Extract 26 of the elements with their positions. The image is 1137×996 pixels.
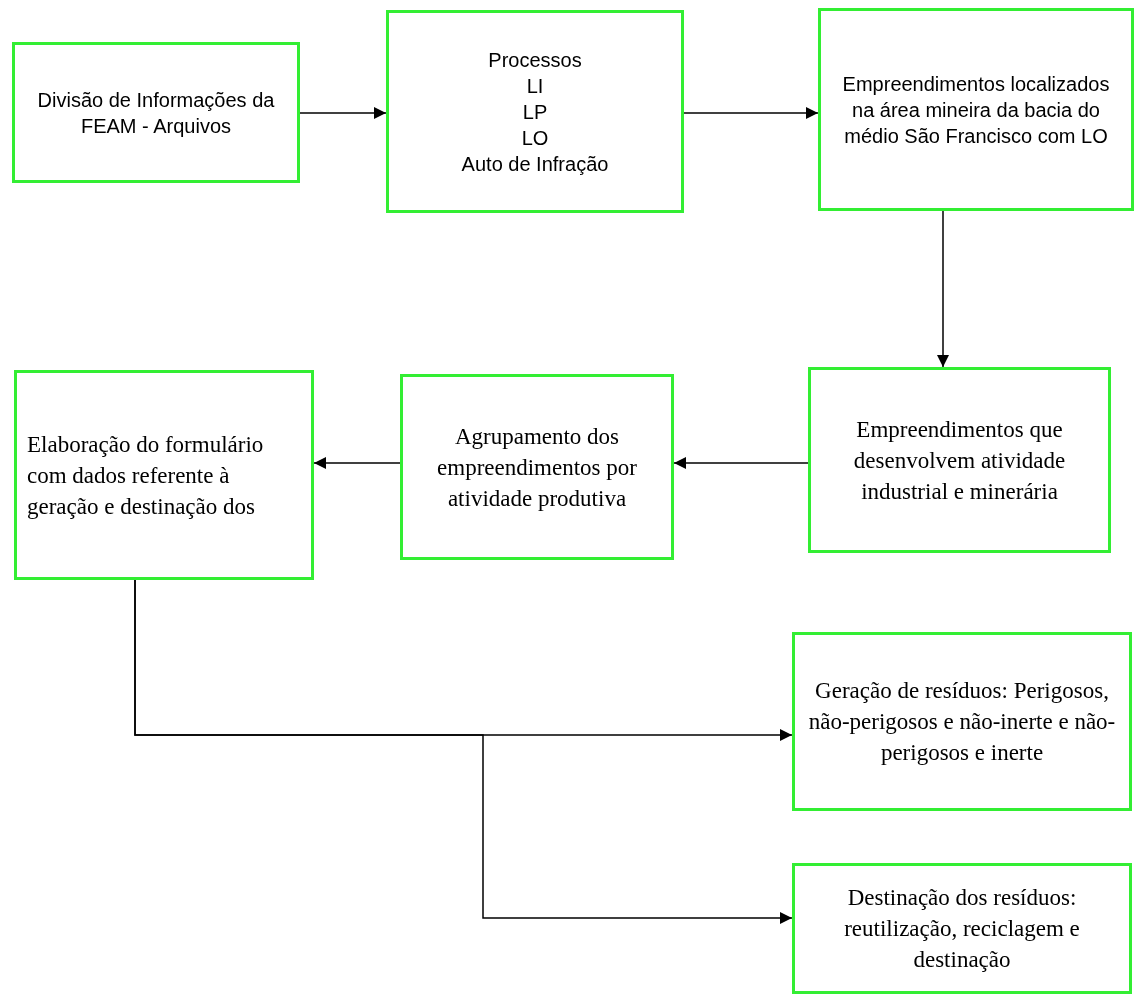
box-text: Geração de resíduos: Perigosos, não-perigosos e não-inerte e não-perigosos e inerte [807,677,1117,767]
arrow [299,107,387,119]
process-box [818,8,1134,211]
process-box [386,10,684,213]
box-text: Divisão de Informações da FEAM - Arquivos [36,87,276,139]
process-box [808,367,1111,553]
box-text: LI [525,73,545,99]
box-text: Destinação dos resíduos: reutilização, reciclagem e destinação [843,884,1081,974]
arrow [134,579,793,924]
process-box [792,632,1132,811]
box-text: Auto de Infração [460,151,610,177]
process-box [14,370,314,580]
box-text: Empreendimentos localizados na área mineira da bacia do médio São Francisco com LO [841,71,1111,149]
box-text: Empreendimentos que desenvolvem atividade industrial e minerária [852,415,1067,506]
process-box [400,374,674,560]
process-box [12,42,300,183]
box-text: LO [520,125,550,151]
box-text: Elaboração do formulário com dados referente à geração e destinação dos [27,430,265,521]
box-text: Processos [487,47,583,73]
process-box [792,863,1132,994]
arrow [937,210,949,368]
arrow [683,107,819,119]
box-text: LP [521,99,549,125]
arrow [313,457,401,469]
box-text: Agrupamento dos empreendimentos por atividade produtiva [436,422,638,513]
arrow [673,457,809,469]
